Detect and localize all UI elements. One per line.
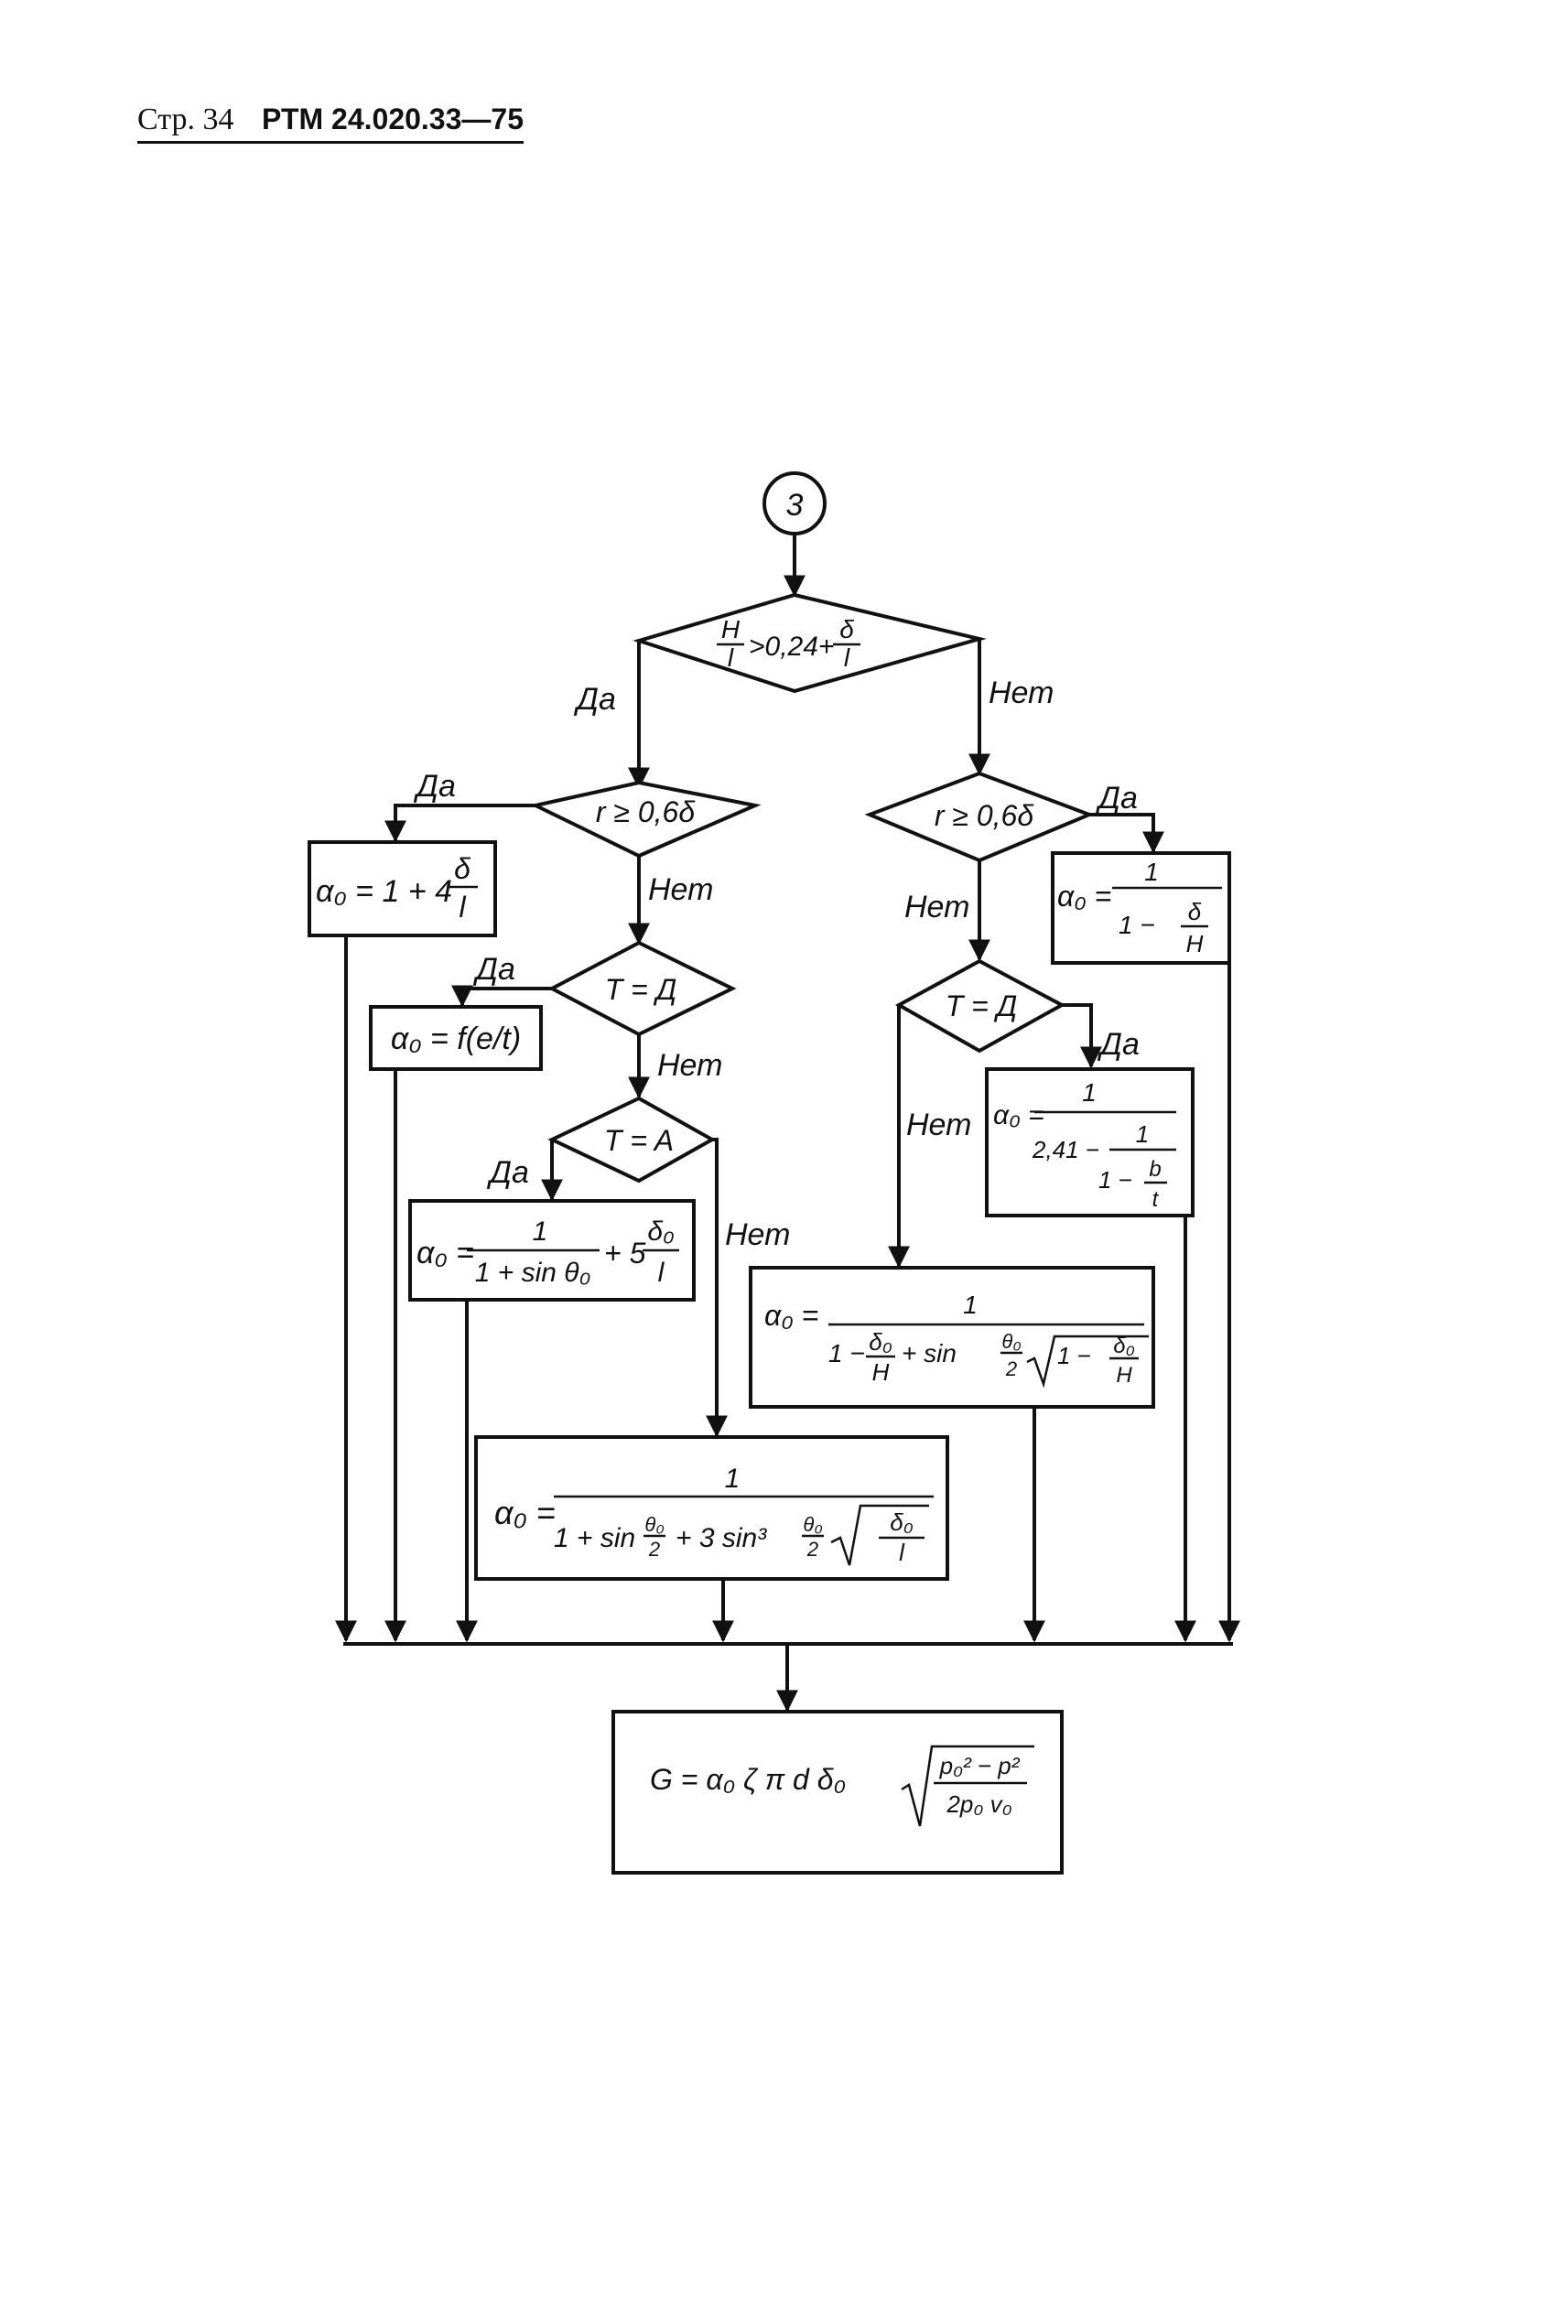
label-left-ta-no: Нет [725, 1217, 790, 1252]
svg-text:1: 1 [725, 1464, 741, 1494]
formula-3-text: α₀ = 1 1 + sin θ₀ + 5 δ₀ l [416, 1216, 679, 1288]
label-right-r-no: Нет [904, 890, 969, 924]
arrow-right-r-yes [1089, 813, 1164, 854]
svg-text:H: H [721, 615, 741, 643]
collector-arrows [335, 935, 1240, 1643]
final-formula-box [611, 1710, 1064, 1875]
formula-box-1 [308, 840, 497, 937]
label-right-td-no: Нет [906, 1108, 971, 1142]
svg-text:α₀ =: α₀ = [1057, 880, 1111, 913]
svg-text:δ₀: δ₀ [869, 1328, 892, 1356]
left-ta-condition-text: T = A [604, 1124, 674, 1157]
svg-text:2: 2 [1005, 1357, 1017, 1380]
label-main-yes: Да [573, 682, 616, 717]
right-td-condition-text: T = Д [946, 989, 1018, 1022]
document-code: РТМ 24.020.33—75 [262, 103, 524, 135]
svg-text:α₀ = 1 + 4: α₀ = 1 + 4 [316, 874, 452, 909]
left-td-condition-diamond [547, 940, 737, 1037]
left-r-condition-text: r ≥ 0,6δ [596, 795, 696, 828]
svg-text:t: t [1152, 1187, 1160, 1212]
svg-text:H: H [1186, 930, 1204, 957]
svg-text:δ₀: δ₀ [647, 1216, 674, 1247]
svg-text:+ 3 sin³: + 3 sin³ [676, 1523, 767, 1553]
formula-box-2 [369, 1005, 543, 1071]
svg-text:+ 5: + 5 [604, 1237, 646, 1270]
svg-text:+ sin: + sin [902, 1339, 957, 1367]
label-left-r-yes: Да [413, 769, 456, 804]
svg-text:p₀² − p²: p₀² − p² [939, 1752, 1021, 1779]
svg-text:2p₀ v₀: 2p₀ v₀ [946, 1790, 1011, 1818]
formula-box-6 [985, 1067, 1195, 1217]
svg-text:1 + sin: 1 + sin [554, 1523, 635, 1553]
svg-text:α₀ =: α₀ = [416, 1236, 474, 1270]
svg-text:δ: δ [1188, 898, 1202, 925]
arrow-left-td-yes [451, 985, 552, 1008]
formula-4-text: α₀ = 1 1 + sin θ₀ 2 + 3 sin³ θ₀ 2 δ₀ l [494, 1464, 934, 1566]
svg-text:H: H [872, 1358, 890, 1386]
svg-text:1: 1 [533, 1216, 548, 1247]
svg-text:b: b [1149, 1157, 1161, 1182]
svg-text:l: l [728, 643, 734, 672]
svg-text:1 −: 1 − [828, 1339, 865, 1367]
svg-text:θ₀: θ₀ [803, 1513, 822, 1536]
formula-6-text: α₀ = 1 2,41 − 1 1 − b t [993, 1078, 1176, 1212]
label-left-ta-yes: Да [486, 1155, 529, 1190]
svg-text:>0,24+: >0,24+ [749, 632, 834, 662]
svg-text:l: l [459, 891, 466, 924]
label-left-td-no: Нет [657, 1048, 722, 1083]
formula-2-text: α₀ = f(e/t) [391, 1021, 521, 1056]
arrow-left-r-yes [384, 804, 535, 843]
svg-text:θ₀: θ₀ [644, 1513, 664, 1536]
arrow-left-ta-no [706, 1138, 728, 1438]
page-number: Стр. 34 [137, 103, 234, 136]
svg-text:δ: δ [454, 852, 471, 885]
svg-text:1 −: 1 − [1057, 1342, 1091, 1369]
svg-text:1 −: 1 − [1098, 1166, 1132, 1194]
svg-text:l: l [658, 1258, 665, 1288]
svg-text:2,41 −: 2,41 − [1032, 1136, 1099, 1163]
svg-text:1: 1 [1082, 1078, 1097, 1107]
label-right-r-yes: Да [1095, 781, 1138, 816]
svg-text:θ₀: θ₀ [1001, 1330, 1021, 1353]
final-formula-text: G = α₀ ζ π d δ₀ p₀² − p² 2p₀ v₀ [650, 1745, 1034, 1827]
label-left-r-no: Нет [648, 872, 713, 907]
formula-box-7 [1051, 851, 1231, 965]
svg-text:α₀ =: α₀ = [993, 1100, 1044, 1130]
svg-text:1: 1 [1144, 858, 1159, 886]
svg-text:l: l [844, 643, 850, 672]
formula-5-text: α₀ = 1 1 − δ₀ H + sin θ₀ 2 1 − δ₀ H [764, 1291, 1149, 1389]
formula-7-text: α₀ = 1 1 − δ H [1057, 858, 1222, 957]
svg-text:G = α₀ ζ π d δ₀: G = α₀ ζ π d δ₀ [650, 1763, 846, 1796]
svg-text:l: l [899, 1539, 905, 1566]
arrow-right-td-yes [1062, 1003, 1102, 1069]
svg-text:α₀ =: α₀ = [764, 1299, 818, 1332]
svg-text:1: 1 [1136, 1120, 1149, 1148]
right-r-condition-text: r ≥ 0,6δ [935, 799, 1034, 832]
svg-text:α₀ =: α₀ = [494, 1494, 556, 1531]
left-td-condition-text: T = Д [605, 973, 677, 1006]
label-right-td-yes: Да [1097, 1027, 1140, 1062]
svg-text:2: 2 [648, 1538, 660, 1561]
svg-text:1 + sin θ₀: 1 + sin θ₀ [475, 1258, 590, 1288]
svg-text:δ₀: δ₀ [1113, 1334, 1134, 1358]
page-header: Стр. 34 РТМ 24.020.33—75 [137, 103, 524, 144]
formula-1-text: α₀ = 1 + 4 δ l [316, 852, 478, 924]
main-condition-text: H l >0,24+ δ l [717, 615, 860, 672]
label-left-td-yes: Да [472, 952, 515, 987]
svg-text:H: H [1116, 1363, 1132, 1388]
formula-box-4 [474, 1435, 949, 1581]
label-main-no: Нет [989, 676, 1054, 710]
svg-text:1: 1 [963, 1291, 978, 1319]
svg-text:δ: δ [839, 615, 854, 643]
left-r-condition-diamond [529, 780, 762, 859]
connector-label: 3 [786, 488, 804, 523]
svg-text:1 −: 1 − [1119, 911, 1155, 939]
svg-text:2: 2 [806, 1538, 818, 1561]
svg-text:δ₀: δ₀ [890, 1508, 913, 1536]
